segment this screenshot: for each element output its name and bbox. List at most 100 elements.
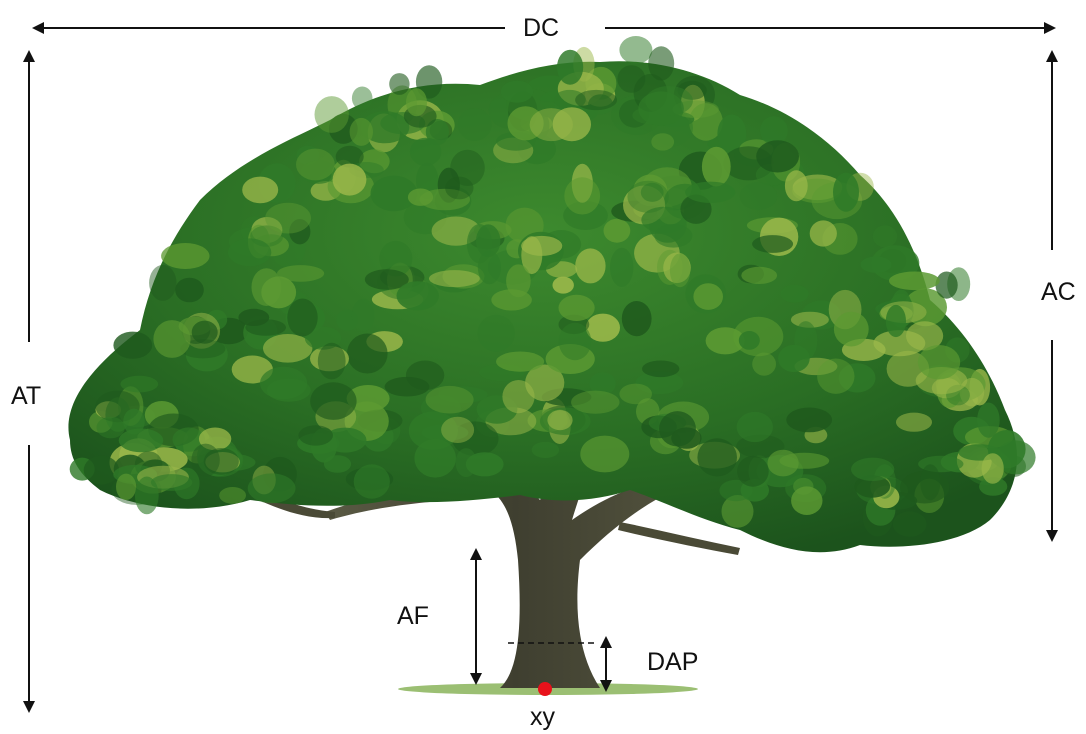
tree-canopy [68, 36, 1035, 552]
leaf-cluster [310, 382, 356, 420]
leaf-cluster [153, 320, 190, 358]
leaf-cluster [860, 257, 891, 273]
leaf-cluster [659, 411, 696, 446]
leaf-cluster [228, 238, 271, 266]
leaf-cluster [333, 164, 367, 196]
leaf-cluster [641, 183, 664, 202]
leaf-cluster [406, 88, 427, 116]
leaf-cluster [458, 108, 492, 141]
leaf-cluster [654, 224, 692, 248]
leaf-cluster [622, 301, 652, 336]
leaf-cluster [918, 345, 960, 379]
dc-label: DC [523, 16, 559, 41]
leaf-cluster [441, 417, 474, 443]
af-label: AF [397, 604, 429, 629]
leaf-cluster [580, 436, 629, 473]
leaf-cluster [352, 87, 373, 110]
leaf-cluster [496, 352, 544, 372]
leaf-cluster [347, 334, 388, 374]
leaf-cluster [352, 299, 375, 332]
leaf-cluster [557, 50, 583, 85]
leaf-cluster [450, 150, 485, 186]
leaf-cluster [532, 442, 559, 458]
leaf-cluster [298, 425, 333, 445]
leaf-cluster [478, 315, 515, 352]
leaf-cluster [350, 118, 373, 146]
leaf-cluster [410, 138, 441, 166]
leaf-cluster [354, 464, 390, 498]
leaf-cluster [741, 267, 777, 284]
leaf-cluster [851, 458, 894, 481]
leaf-cluster [113, 332, 152, 359]
leaf-cluster [408, 189, 433, 206]
leaf-cluster [982, 453, 1004, 484]
leaf-cluster [817, 359, 854, 394]
leaf-cluster [889, 272, 940, 291]
leaf-cluster [261, 276, 296, 308]
leaf-cluster [833, 173, 859, 212]
leaf-cluster [739, 331, 760, 350]
leaf-cluster [149, 265, 176, 301]
leaf-cluster [161, 243, 209, 269]
xy-point [538, 682, 552, 696]
leaf-cluster [737, 412, 773, 442]
leaf-cluster [265, 203, 311, 234]
leaf-cluster [564, 177, 600, 214]
leaf-cluster [260, 367, 307, 400]
leaf-cluster [530, 108, 573, 141]
leaf-cluster [756, 140, 799, 172]
leaf-cluster [456, 448, 477, 477]
leaf-cluster [151, 474, 192, 491]
leaf-cluster [414, 439, 456, 478]
leaf-cluster [238, 309, 269, 326]
leaf-cluster [575, 90, 617, 110]
leaf-cluster [318, 343, 346, 380]
leaf-cluster [467, 224, 492, 263]
leaf-cluster [120, 376, 158, 393]
leaf-cluster [389, 73, 409, 95]
leaf-cluster [648, 46, 674, 80]
leaf-cluster [116, 474, 136, 500]
leaf-cluster [604, 219, 631, 243]
leaf-cluster [619, 384, 652, 405]
leaf-cluster [547, 410, 572, 430]
leaf-cluster [873, 225, 897, 247]
leaf-cluster [248, 473, 296, 503]
leaf-cluster [242, 177, 278, 204]
leaf-cluster [429, 270, 480, 287]
leaf-cluster [619, 36, 652, 64]
leaf-cluster [191, 444, 219, 477]
leaf-cluster [834, 312, 869, 347]
leaf-cluster [571, 391, 619, 414]
leaf-cluster [651, 133, 674, 150]
leaf-cluster [697, 438, 737, 476]
leaf-cluster [740, 182, 777, 210]
leaf-cluster [491, 289, 532, 310]
leaf-cluster [752, 235, 793, 253]
leaf-cluster [501, 81, 533, 103]
leaf-cluster [219, 487, 246, 504]
leaf-cluster [315, 96, 349, 133]
leaf-cluster [810, 220, 837, 246]
leaf-cluster [559, 323, 592, 360]
leaf-cluster [886, 305, 906, 337]
leaf-cluster [936, 272, 958, 299]
leaf-cluster [553, 277, 574, 294]
ac-label: AC [1041, 280, 1076, 305]
leaf-cluster [502, 380, 534, 413]
leaf-cluster [737, 456, 769, 487]
leaf-cluster [896, 413, 932, 432]
leaf-cluster [287, 299, 317, 337]
leaf-cluster [426, 386, 474, 414]
leaf-cluster [175, 278, 204, 303]
leaf-cluster [752, 353, 776, 376]
leaf-cluster [785, 170, 808, 201]
leaf-cluster [781, 285, 809, 303]
leaf-cluster [670, 253, 690, 287]
leaf-cluster [296, 149, 335, 181]
leaf-cluster [702, 147, 731, 187]
leaf-cluster [693, 283, 723, 310]
leaf-cluster [977, 403, 1000, 438]
